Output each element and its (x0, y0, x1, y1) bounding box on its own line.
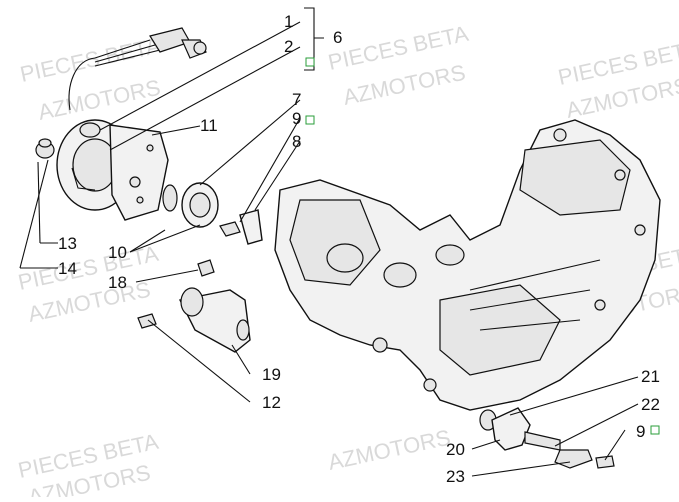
lower-right-parts (479, 407, 615, 469)
callout-22: 22 (641, 395, 660, 414)
flywheel-rotor (162, 182, 219, 228)
ref-square (650, 425, 660, 435)
callout-8: 8 (292, 132, 301, 151)
ref-square (305, 57, 315, 67)
callout-2: 2 (284, 37, 293, 56)
callout-14: 14 (58, 259, 77, 278)
stator-assembly (35, 119, 169, 221)
ref-square (305, 115, 315, 125)
callout-19: 19 (262, 365, 281, 384)
crankcase (274, 119, 661, 411)
callout-23: 23 (446, 467, 465, 486)
starter-motor (137, 259, 251, 353)
callout-11: 11 (200, 116, 218, 135)
callout-21: 21 (641, 367, 660, 386)
watermark-text: AZMOTORS (326, 425, 453, 475)
small-parts (219, 209, 263, 245)
callout-labels: 1 2 6 7 9 8 11 13 14 10 18 19 12 21 22 2… (58, 12, 660, 486)
watermark-text: AZMOTORS (36, 75, 163, 125)
wiring-harness (68, 27, 207, 111)
callout-13: 13 (58, 234, 77, 253)
callout-12: 12 (262, 393, 281, 412)
callout-10: 10 (108, 243, 127, 262)
callout-18: 18 (108, 273, 127, 292)
callout-20: 20 (446, 440, 465, 459)
callout-9b: 9 (636, 422, 645, 441)
callout-6: 6 (333, 28, 342, 47)
callout-1: 1 (284, 12, 293, 31)
callout-9: 9 (292, 109, 301, 128)
leader-lines (19, 7, 639, 477)
callout-7: 7 (292, 90, 301, 109)
